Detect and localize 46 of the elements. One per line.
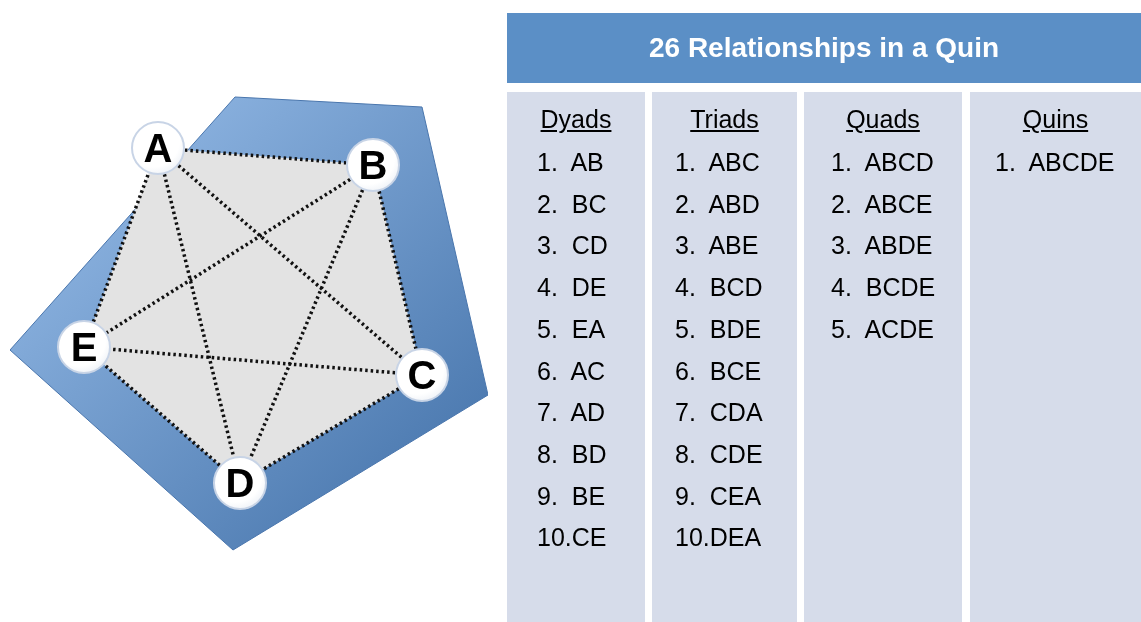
column-heading: Dyads [539, 105, 613, 134]
list-item: 3. ABE [675, 231, 759, 261]
list-item: 6. BCE [675, 356, 762, 386]
list-item: 5. EA [537, 314, 606, 344]
list-item: 9. CEA [675, 481, 762, 511]
list-item: 7. CDA [675, 398, 763, 428]
list-item: 1. AB [537, 148, 604, 177]
list-item: 2. ABCE [831, 189, 933, 219]
list-item: 4. BCDE [831, 273, 936, 303]
dotted-line [184, 148, 347, 165]
table-title: 26 Relationships in a Quin [507, 13, 1141, 83]
list-item: 1. ABCD [831, 148, 934, 177]
list-item: 10.CE [537, 523, 607, 553]
dotted-line [262, 387, 400, 471]
list-item: 3. CD [537, 231, 608, 261]
column-panel [804, 92, 962, 622]
list-item: 5. ACDE [831, 314, 934, 344]
column-panel [970, 92, 1141, 622]
list-item: 4. DE [537, 273, 607, 303]
list-item: 5. BDE [675, 314, 762, 344]
list-item: 8. CDE [675, 439, 763, 469]
list-item: 7. AD [537, 398, 606, 428]
column-heading: Triads [689, 105, 760, 134]
column-heading: Quins [1021, 105, 1090, 134]
list-item: 4. BCD [675, 273, 763, 303]
dotted-line [110, 347, 396, 375]
list-item: 1. ABC [675, 148, 760, 177]
list-item: 2. ABD [675, 189, 760, 219]
column-heading: Quads [845, 105, 921, 134]
list-item: 1. ABCDE [995, 148, 1115, 177]
dotted-line [105, 177, 352, 335]
column-panel [652, 92, 797, 622]
dotted-line [162, 173, 236, 458]
dotted-line [377, 190, 418, 350]
dotted-line [103, 363, 221, 467]
list-item: 3. ABDE [831, 231, 933, 261]
list-item: 2. BC [537, 189, 607, 219]
letter-circle: A [131, 121, 185, 175]
dotted-line [248, 189, 365, 459]
dotted-line [177, 164, 403, 359]
list-item: 10.DEA [675, 523, 762, 553]
column-panel [507, 92, 645, 622]
dotted-line [91, 172, 151, 323]
list-item: 6. AC [537, 356, 606, 386]
list-item: 9. BE [537, 481, 606, 511]
list-item: 8. BD [537, 439, 607, 469]
